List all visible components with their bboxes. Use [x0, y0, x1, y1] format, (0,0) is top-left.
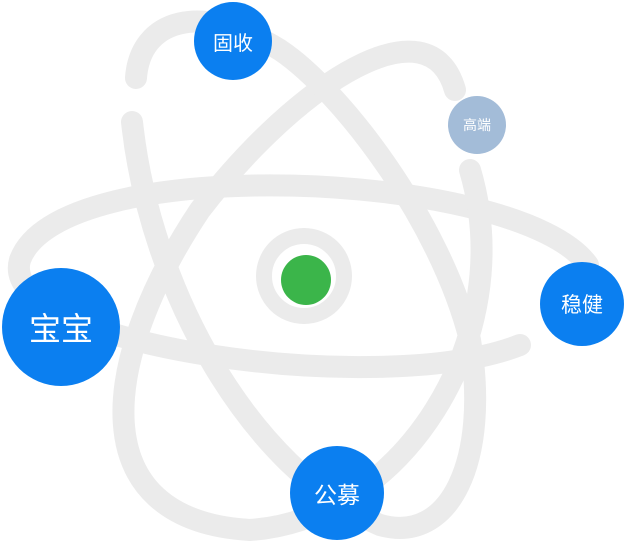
bubble-guding[interactable]: 固收 — [194, 2, 272, 80]
bubble-baobao-label: 宝宝 — [28, 310, 93, 348]
bubble-baobao[interactable]: 宝宝 — [2, 268, 120, 386]
orbit-tilted-right — [112, 40, 493, 542]
core-dot — [281, 255, 331, 305]
bubble-gongmu-label: 公募 — [314, 483, 360, 509]
bubble-gaoduan[interactable]: 高端 — [448, 96, 506, 154]
bubble-gaoduan-label: 高端 — [463, 118, 491, 134]
bubble-gongmu[interactable]: 公募 — [290, 446, 384, 540]
bubble-wenjian-label: 稳健 — [561, 293, 603, 317]
core-ring — [256, 228, 352, 324]
orbit-horizontal — [7, 174, 599, 379]
bubble-wenjian[interactable]: 稳健 — [540, 262, 624, 346]
bubble-guding-label: 固收 — [213, 30, 253, 55]
